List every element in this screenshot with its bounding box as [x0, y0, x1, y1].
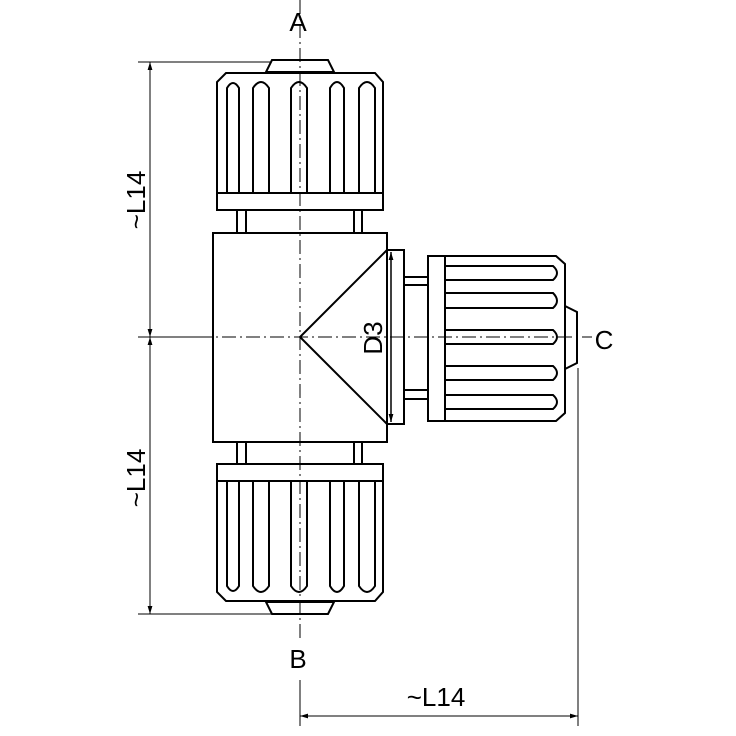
- dimension-diameter: D3: [358, 321, 388, 355]
- port-a-label: A: [289, 7, 307, 37]
- right-nut: [404, 255, 578, 422]
- port-c-label: C: [594, 325, 614, 355]
- dimension-left-bottom: ~L14: [121, 448, 151, 508]
- dimension-left-top: ~L14: [121, 170, 151, 230]
- dimension-lines: [138, 61, 579, 726]
- dimension-bottom: ~L14: [406, 682, 466, 712]
- port-b-label: B: [289, 644, 307, 674]
- centerlines: [150, 0, 592, 640]
